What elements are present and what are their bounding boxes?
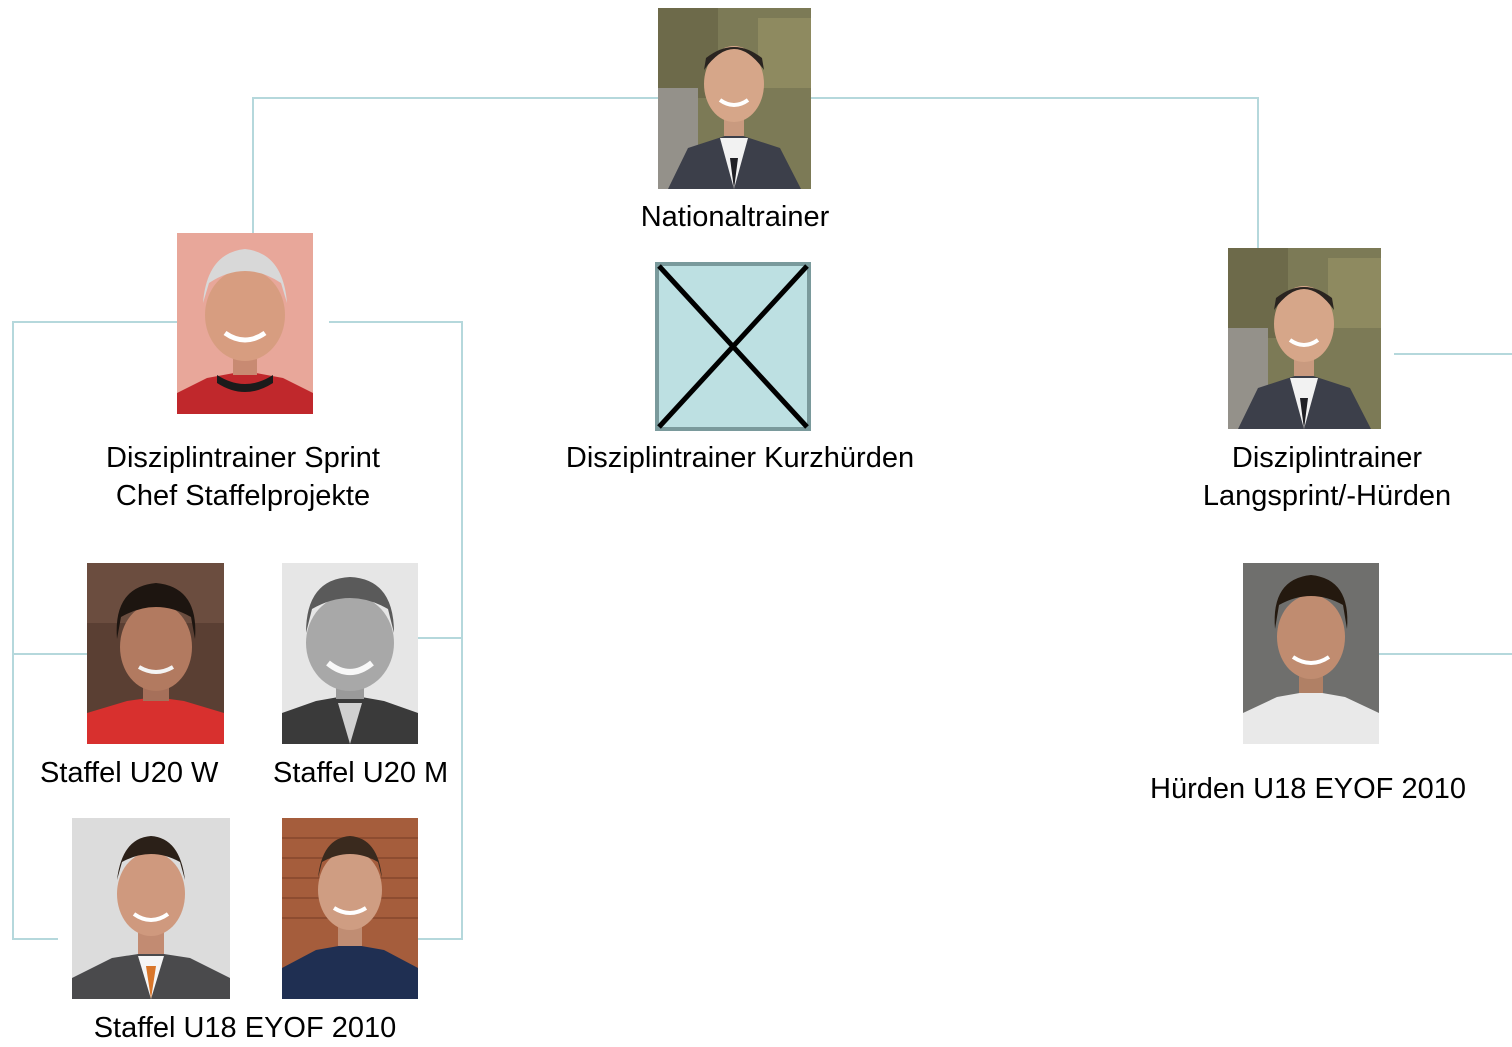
staffel-u20m-title: Staffel U20 M — [273, 757, 449, 789]
staffel-u18-title: Staffel U18 EYOF 2010 — [93, 1012, 397, 1044]
sprint-title-line2: Chef Staffelprojekte — [115, 480, 371, 512]
sprint-trainer-title: Disziplintrainer Sprint Chef Staffelproj… — [40, 439, 446, 515]
langsprint-title-line2: Langsprint/-Hürden — [1202, 480, 1452, 512]
langsprint-trainer-title: Disziplintrainer Langsprint/-Hürden — [1150, 439, 1504, 515]
connector-sprint-left-branch — [12, 321, 177, 940]
kurzhuerden-placeholder-image — [655, 262, 811, 431]
huerden-u18-title: Hürden U18 EYOF 2010 — [1150, 773, 1466, 805]
sprint-title-line1: Disziplintrainer Sprint — [106, 442, 380, 474]
staffel-u18-photo-b — [282, 818, 418, 999]
langsprint-trainer-photo — [1228, 248, 1381, 429]
staffel-u20w-photo — [87, 563, 224, 744]
huerden-u18-photo — [1243, 563, 1379, 744]
staffel-u20m-photo — [282, 563, 418, 744]
connector-sprint-right-branch — [329, 321, 463, 940]
sprint-trainer-photo — [177, 233, 313, 414]
langsprint-title-line1: Disziplintrainer — [1231, 442, 1423, 474]
nationaltrainer-title: Nationaltrainer — [640, 201, 830, 233]
nationaltrainer-photo — [658, 8, 811, 189]
staffel-u20w-title: Staffel U20 W — [40, 757, 219, 789]
connector-national-to-langsprint — [811, 97, 1259, 250]
connector-group — [12, 97, 1512, 940]
kurzhuerden-title: Disziplintrainer Kurzhürden — [565, 442, 915, 474]
staffel-u18-photo-a — [72, 818, 230, 999]
connector-national-to-sprint — [252, 97, 658, 245]
